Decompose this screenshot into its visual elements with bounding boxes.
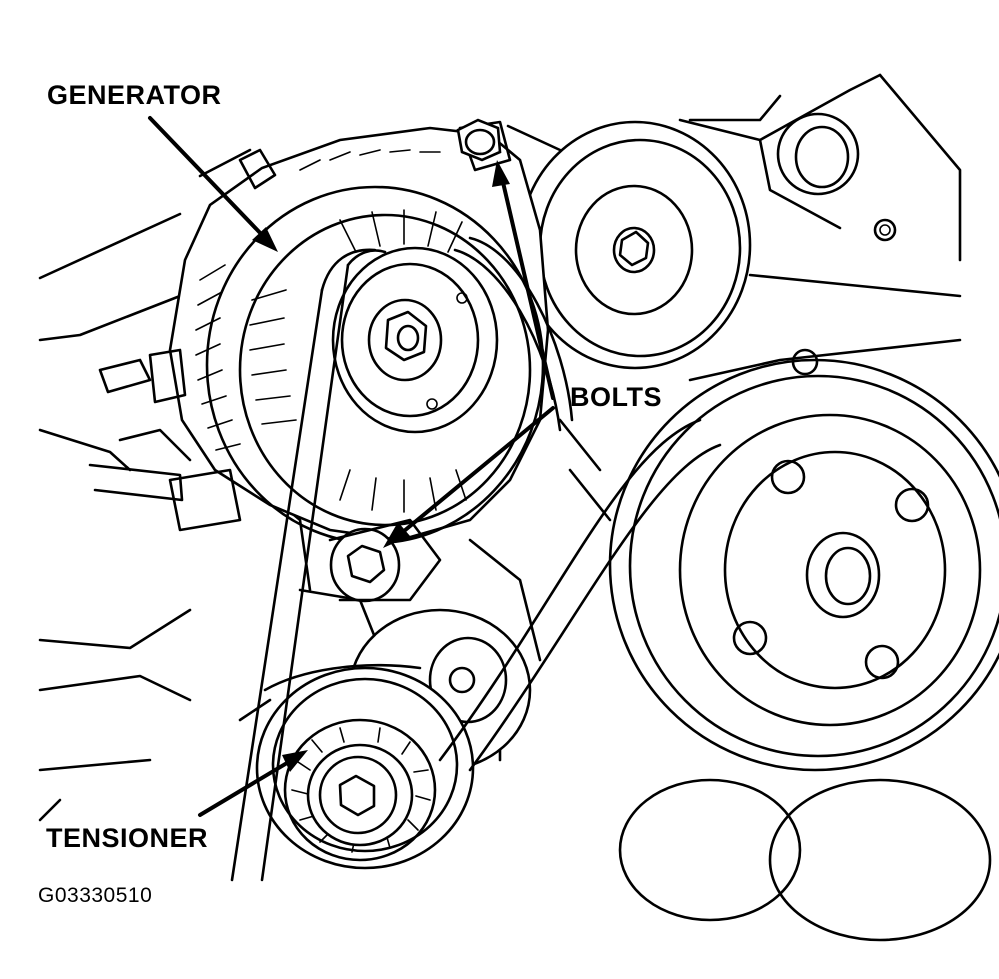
drive-belt: [230, 236, 722, 882]
bolts-label: BOLTS: [570, 382, 662, 412]
generator-pulley: [331, 246, 499, 434]
upper-generator-bolt: [456, 118, 502, 162]
idler-pulley: [518, 120, 752, 370]
lower-generator-bolt: [328, 518, 442, 603]
water-pump-pulley: [608, 348, 999, 772]
engine-boss: [776, 112, 897, 242]
figure-id: G03330510: [38, 884, 153, 907]
tensioner-assembly: [255, 666, 475, 870]
generator-label: GENERATOR: [47, 80, 222, 110]
tensioner-label: TENSIONER: [46, 823, 209, 853]
callout-arrows: [148, 116, 555, 817]
